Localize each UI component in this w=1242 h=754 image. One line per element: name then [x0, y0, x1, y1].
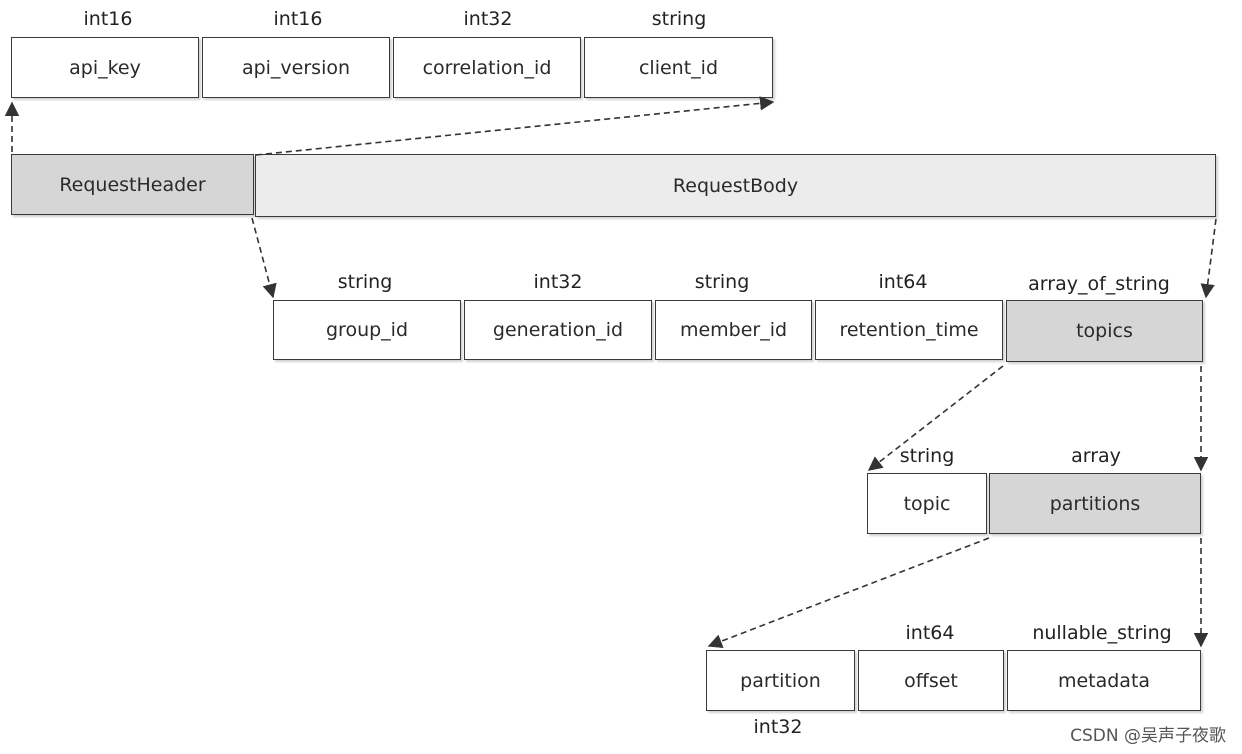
field-retention-time: retention_time [815, 300, 1003, 360]
type-label-correlation-id: int32 [463, 8, 513, 30]
request-header-box: RequestHeader [11, 154, 254, 215]
field-api-version: api_version [202, 37, 390, 98]
request-body-box: RequestBody [255, 154, 1216, 217]
type-label-group-id: string [337, 271, 393, 293]
type-label-topics: array_of_string [1028, 273, 1170, 295]
type-label-partitions: array [1071, 445, 1121, 467]
watermark: CSDN @吴声子夜歌 [1070, 726, 1226, 746]
type-label-generation-id: int32 [533, 271, 583, 293]
arrow-header-to-group-id [251, 217, 277, 299]
field-client-id: client_id [584, 37, 773, 98]
field-partitions: partitions [989, 473, 1201, 534]
arrow-header-to-client-id [255, 96, 775, 156]
type-label-metadata: nullable_string [1032, 622, 1172, 644]
field-topic: topic [867, 473, 987, 534]
field-partition: partition [706, 650, 855, 711]
type-label-topic: string [899, 445, 955, 467]
type-label-partition: int32 [753, 716, 803, 738]
field-generation-id: generation_id [464, 300, 652, 360]
field-metadata: metadata [1007, 650, 1201, 711]
field-api-key: api_key [11, 37, 199, 98]
field-topics: topics [1006, 300, 1203, 362]
type-label-api-key: int16 [83, 8, 133, 30]
type-label-member-id: string [694, 271, 750, 293]
field-offset: offset [858, 650, 1004, 711]
type-label-api-version: int16 [273, 8, 323, 30]
type-label-retention-time: int64 [878, 271, 928, 293]
type-label-offset: int64 [905, 622, 955, 644]
field-group-id: group_id [273, 300, 461, 360]
arrow-body-to-topics [1200, 218, 1217, 299]
type-label-client-id: string [651, 8, 707, 30]
arrow-partitions-to-partition [707, 537, 990, 649]
arrow-topics-to-topic [867, 365, 1004, 471]
field-correlation-id: correlation_id [393, 37, 581, 98]
field-member-id: member_id [655, 300, 812, 360]
